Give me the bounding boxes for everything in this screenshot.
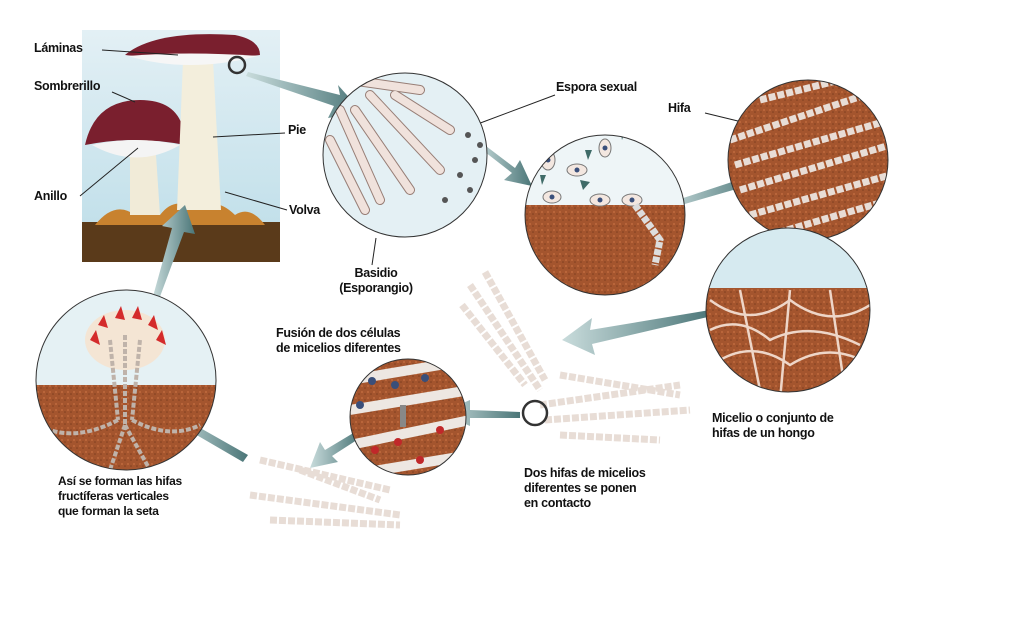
label-espora-sexual: Espora sexual: [556, 80, 637, 94]
label-fusion: Fusión de dos células de micelios difere…: [276, 326, 401, 356]
contact-point-ring: [521, 399, 549, 427]
label-dos-hifas-line1: Dos hifas de micelios: [524, 466, 646, 480]
arrow-spores-to-hifa: [662, 168, 760, 210]
label-dos-hifas-line3: en contacto: [524, 496, 591, 510]
fruiting-circle: [36, 290, 216, 470]
label-asi-line1: Así se forman las hifas: [58, 474, 182, 488]
hifa-circle: [728, 80, 888, 240]
mushroom-panel: [79, 30, 743, 266]
fusion-circle: [350, 359, 466, 475]
label-asi-se-forman: Así se forman las hifas fructíferas vert…: [58, 474, 182, 519]
label-basidio: Basidio (Esporangio): [330, 266, 422, 296]
hyphae-cluster-bottom: [249, 456, 401, 529]
label-pie: Pie: [288, 123, 306, 137]
label-hifa: Hifa: [668, 101, 691, 115]
label-basidio-line2: (Esporangio): [339, 281, 413, 295]
spores-circle: [525, 135, 685, 295]
label-basidio-line1: Basidio: [354, 266, 398, 280]
label-laminas: Láminas: [34, 41, 83, 55]
label-dos-hifas-line2: diferentes se ponen: [524, 481, 637, 495]
micelio-circle: [706, 228, 870, 392]
label-anillo: Anillo: [34, 189, 67, 203]
label-fusion-line2: de micelios diferentes: [276, 341, 401, 355]
label-micelio-line2: hifas de un hongo: [712, 426, 815, 440]
label-sombrerillo: Sombrerillo: [34, 79, 101, 93]
label-asi-line3: que forman la seta: [58, 504, 159, 518]
hyphae-cluster-contact: [459, 270, 691, 444]
arrow-laminas-to-basidio: [246, 72, 362, 118]
arrow-micelio-to-hyphae: [562, 310, 712, 355]
basidio-circle: [323, 73, 487, 237]
arrow-basidio-to-spores: [476, 140, 532, 186]
label-fusion-line1: Fusión de dos células: [276, 326, 401, 340]
arrow-fusion-to-hyphae: [310, 432, 360, 468]
label-micelio-line1: Micelio o conjunto de: [712, 411, 834, 425]
label-dos-hifas: Dos hifas de micelios diferentes se pone…: [524, 466, 646, 511]
arrow-fruiting-to-mushroom: [152, 205, 195, 302]
label-asi-line2: fructíferas verticales: [58, 489, 169, 503]
label-micelio: Micelio o conjunto de hifas de un hongo: [712, 411, 834, 441]
label-volva: Volva: [289, 203, 320, 217]
